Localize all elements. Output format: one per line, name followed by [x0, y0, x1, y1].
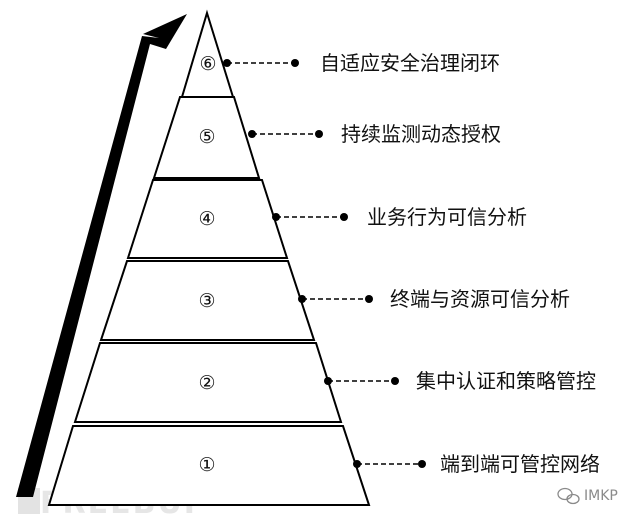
tier-2-label: 集中认证和策略管控: [416, 369, 596, 393]
dot-3a: [298, 295, 306, 303]
brand-tag: IMKP: [557, 487, 618, 505]
dot-5b: [315, 130, 323, 138]
tier-labels: 自适应安全治理闭环 持续监测动态授权 业务行为可信分析 终端与资源可信分析 集中…: [320, 51, 600, 476]
dot-5a: [248, 130, 256, 138]
brand-text: IMKP: [584, 488, 618, 504]
tier-2-number: ②: [198, 372, 215, 394]
tier-3: [99, 260, 316, 341]
dot-1b: [418, 460, 426, 468]
tier-numbers: ⑥ ⑤ ④ ③ ② ①: [198, 53, 216, 476]
wechat-icon: [557, 487, 580, 505]
tier-3-label: 终端与资源可信分析: [390, 287, 570, 311]
tier-6-label: 自适应安全治理闭环: [320, 51, 500, 75]
dot-6a: [223, 59, 231, 67]
tier-5-label: 持续监测动态授权: [341, 122, 501, 146]
connectors: [227, 62, 422, 465]
tier-2: [73, 342, 343, 423]
tier-6-number: ⑥: [199, 53, 216, 75]
progress-arrow: [16, 14, 187, 497]
dot-2b: [391, 377, 399, 385]
connector-dots: [223, 59, 426, 468]
tier-4: [126, 179, 289, 259]
tier-4-label: 业务行为可信分析: [367, 205, 527, 229]
pyramid-tiers: [47, 9, 371, 506]
dot-3b: [365, 295, 373, 303]
dot-2a: [324, 377, 332, 385]
tier-4-number: ④: [198, 208, 215, 230]
tier-1-label: 端到端可管控网络: [440, 452, 600, 476]
dot-6b: [291, 59, 299, 67]
dot-4b: [340, 213, 348, 221]
dot-4a: [272, 213, 280, 221]
tier-5: [152, 96, 261, 179]
tier-5-number: ⑤: [198, 126, 215, 148]
tier-3-number: ③: [198, 290, 215, 312]
tier-1-number: ①: [198, 454, 215, 476]
tier-1: [47, 425, 371, 506]
dot-1a: [353, 460, 361, 468]
